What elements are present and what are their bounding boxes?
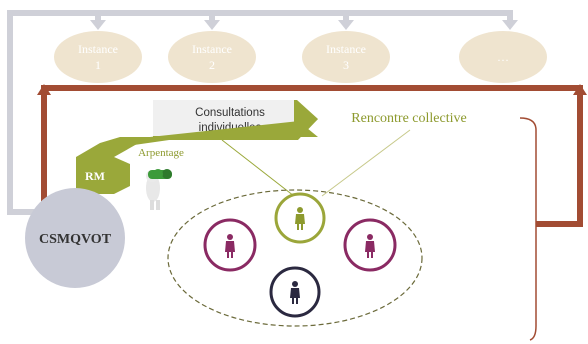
instance-2-number: 2 [209, 58, 215, 72]
csmqvot-label: CSMQVOT [39, 232, 112, 247]
connector-consultations [221, 139, 295, 197]
participant-bottom [269, 266, 321, 318]
consultations-label-line1: Consultations [195, 107, 265, 119]
instance-1-number: 1 [95, 58, 101, 72]
instance-more-label: … [497, 50, 509, 64]
rm-arrow-block [76, 157, 130, 194]
arpentage-label: Arpentage [138, 147, 184, 159]
instance-1-label: Instance [78, 42, 118, 56]
person-icon-purple-right [365, 234, 375, 258]
person-icon-navy [290, 281, 300, 304]
instance-more: … [459, 31, 547, 83]
rencontre-collective-label: Rencontre collective [351, 111, 466, 126]
instance-3: Instance 3 [302, 31, 390, 83]
brown-feedback-loop [37, 84, 587, 341]
instance-2: Instance 2 [168, 31, 256, 83]
participants-group-ellipse [167, 189, 423, 327]
participant-right [343, 218, 397, 272]
person-icon-olive [295, 207, 305, 230]
instance-3-label: Instance [326, 42, 366, 56]
gray-feedback-loop [7, 10, 518, 215]
participant-center [274, 192, 326, 244]
instance-1: Instance 1 [54, 31, 142, 83]
participant-left [203, 218, 257, 272]
rm-arrow-head [120, 119, 318, 147]
instance-3-number: 3 [343, 58, 349, 72]
instance-2-label: Instance [192, 42, 232, 56]
rm-label: RM [85, 169, 105, 183]
person-icon-purple [225, 234, 235, 258]
csmqvot-node: CSMQVOT [25, 188, 125, 288]
binoculars-figure-icon [146, 169, 172, 210]
connector-rencontre [321, 129, 411, 197]
